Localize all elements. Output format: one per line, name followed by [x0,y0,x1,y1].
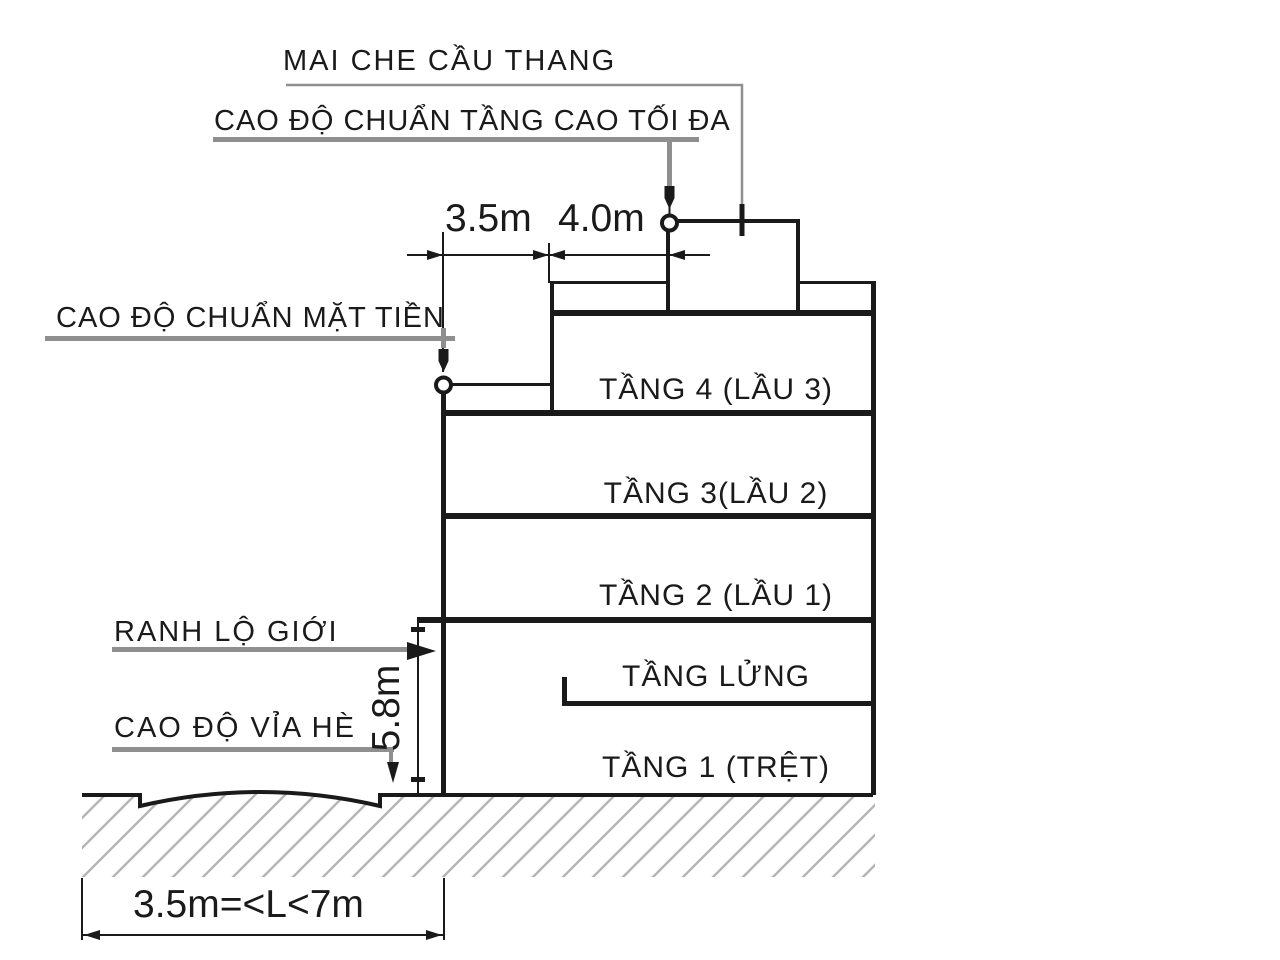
floor-label-tang-4: TẦNG 4 (LẦU 3) [598,373,834,406]
lot-width-dimension: 3.5m=<L<7m [133,883,364,926]
max-height-datum-marker [213,137,699,233]
stair-roof-depth-dimension: 4.0m [558,197,645,240]
facade-datum-label: CAO ĐỘ CHUẨN MẶT TIỀN [56,302,445,334]
building-outline [417,281,876,795]
lot-width-dimension-lines [81,878,445,940]
facade-datum-marker [45,232,455,395]
front-setback-dimension: 3.5m [445,197,532,240]
floor-label-tang-3: TẦNG 3(LẦU 2) [603,477,829,510]
stair-cover-box [666,219,800,314]
stair-roof-label: MAI CHE CẦU THANG [283,45,617,77]
floor-label-tang-2: TẦNG 2 (LẦU 1) [598,579,834,612]
height-dimension-lines [411,620,425,793]
sidewalk-datum-leader [112,747,399,783]
max-front-height-dimension: 5.8m [365,664,408,752]
floor-label-tang-1: TẦNG 1 (TRỆT) [602,751,830,784]
stair-roof-leader [286,83,745,236]
road-boundary-label: RANH LỘ GIỚI [114,616,339,648]
sidewalk-datum-label: CAO ĐỘ VỈA HÈ [114,712,356,744]
ground-hatch [82,790,875,877]
road-boundary-leader [112,642,436,660]
max-height-datum-label: CAO ĐỘ CHUẨN TẦNG CAO TỐI ĐA [214,105,731,137]
floor-label-tang-lung: TẦNG LỬNG [622,660,810,693]
